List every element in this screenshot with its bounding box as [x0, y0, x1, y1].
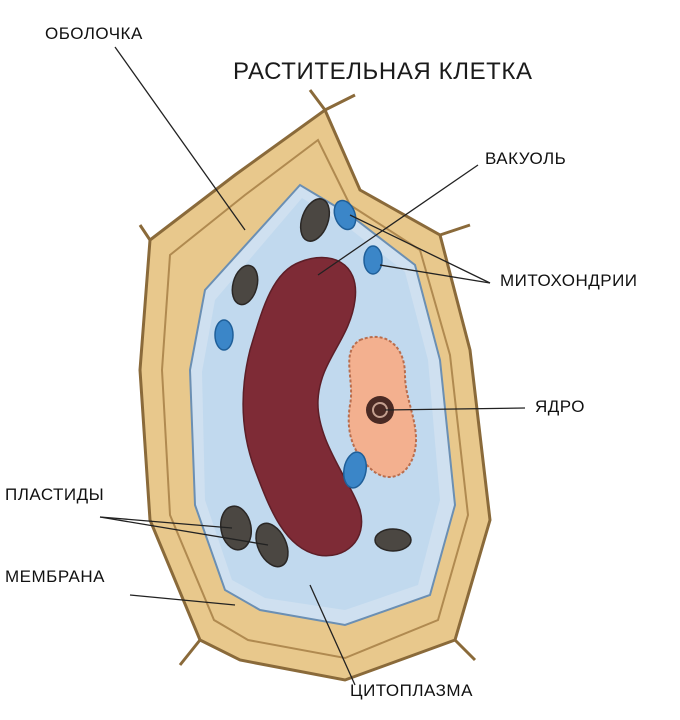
label-vacuole: ВАКУОЛЬ: [485, 149, 567, 168]
plastid: [255, 522, 289, 568]
leader-membrane: [129, 594, 236, 606]
leader-mito-1: [349, 214, 491, 284]
label-mitochondria: МИТОХОНДРИИ: [500, 271, 638, 290]
leader-nucleus: [384, 407, 526, 411]
mitochondrion: [333, 199, 357, 231]
cytoplasm: [202, 198, 440, 610]
plastid: [231, 264, 259, 306]
leader-plastid-1: [99, 516, 233, 529]
plastid: [299, 198, 331, 242]
cell-wall-inner-edge: [160, 138, 470, 660]
leader-mito-2: [379, 264, 491, 284]
mitochondrion: [214, 319, 234, 351]
label-wall: ОБОЛОЧКА: [45, 24, 143, 43]
leader-lines: [99, 46, 526, 686]
leader-vacuole: [317, 164, 479, 276]
label-membrane: МЕМБРАНА: [5, 567, 105, 586]
leader-cytoplasm: [309, 584, 356, 686]
plastid: [374, 528, 412, 552]
vacuole: [242, 256, 363, 557]
diagram-title: РАСТИТЕЛЬНАЯ КЛЕТКА: [233, 58, 533, 85]
leader-plastid-2: [99, 516, 269, 546]
mitochondrion: [363, 245, 383, 275]
label-plastids: ПЛАСТИДЫ: [5, 485, 105, 504]
label-nucleus: ЯДРО: [535, 397, 585, 416]
nucleolus: [366, 396, 394, 424]
wall-junction-lines: [138, 89, 477, 666]
label-cytoplasm: ЦИТОПЛАЗМА: [350, 681, 473, 700]
leader-wall: [114, 46, 246, 231]
mitochondrion: [342, 451, 368, 489]
